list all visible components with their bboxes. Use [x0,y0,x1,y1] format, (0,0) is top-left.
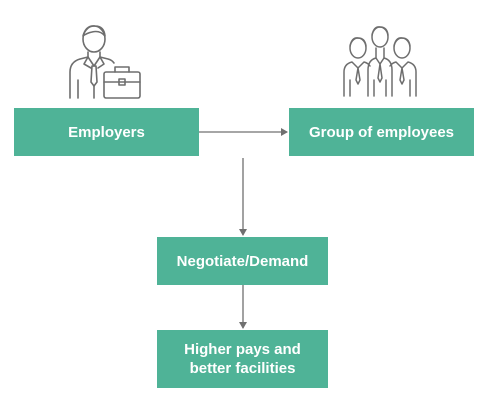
higher-pays-label: Higher pays and better facilities [184,341,301,377]
negotiate-demand-label: Negotiate/Demand [176,252,309,270]
group-of-employees-box: Group of employees [289,108,474,156]
group-of-employees-label: Group of employees [308,123,455,141]
employers-label: Employers [68,123,145,141]
group-of-people-icon [343,26,417,97]
employers-box: Employers [14,108,199,156]
businessman-with-briefcase-icon [69,25,141,99]
negotiate-demand-box: Negotiate/Demand [157,237,328,285]
higher-pays-box: Higher pays and better facilities [157,330,328,388]
